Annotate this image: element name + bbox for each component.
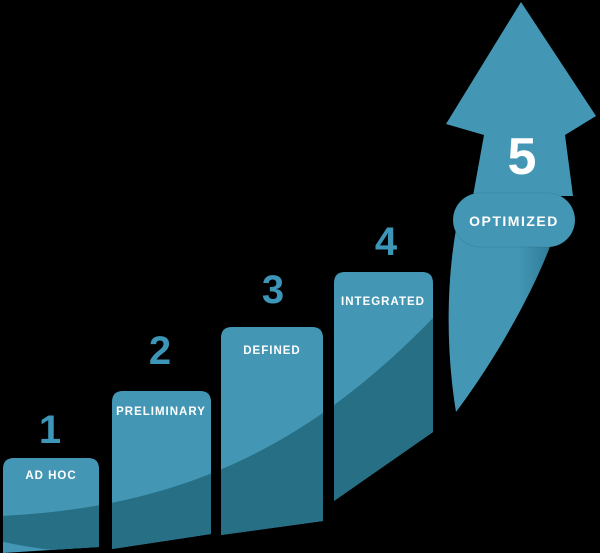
level-5-number: 5 — [508, 128, 537, 186]
level-4-label: INTEGRATED — [341, 296, 425, 308]
level-4-number: 4 — [375, 220, 398, 264]
level-labels: AD HOC PRELIMINARY DEFINED INTEGRATED OP… — [25, 213, 559, 482]
level-numbers: 1 2 3 4 5 — [39, 128, 537, 452]
level-1-label: AD HOC — [25, 470, 76, 482]
growth-arrow — [446, 2, 596, 412]
level-5-label: OPTIMIZED — [469, 213, 559, 229]
level-1-number: 1 — [39, 408, 61, 452]
level-3-number: 3 — [262, 268, 284, 312]
level-3-label: DEFINED — [243, 345, 300, 357]
level-2-label: PRELIMINARY — [116, 406, 206, 418]
arrow-tail-curve — [448, 205, 562, 412]
optimized-badge — [452, 192, 576, 248]
level-2-number: 2 — [149, 329, 171, 373]
arrow-up-icon — [446, 2, 596, 196]
